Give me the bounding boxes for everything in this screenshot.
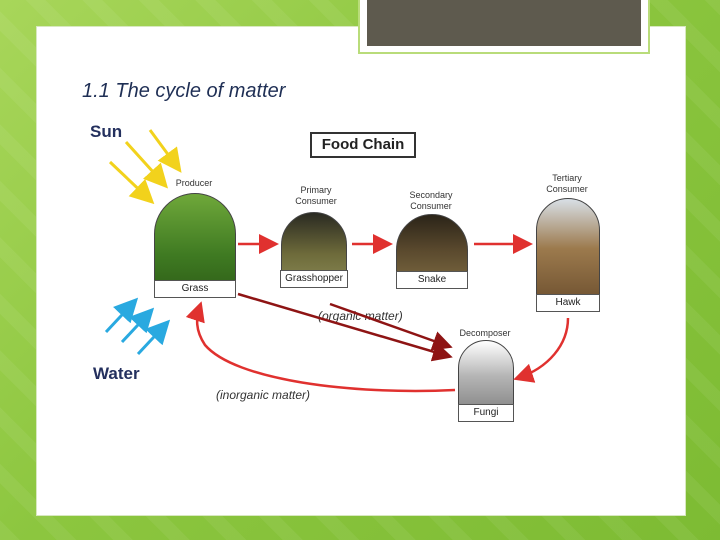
water-arrow-2 xyxy=(122,312,150,342)
water-arrows xyxy=(106,302,166,354)
food-chain-arrows xyxy=(197,244,568,391)
sun-ray-arrows xyxy=(110,130,178,200)
sun-ray-1 xyxy=(150,130,178,168)
water-arrow-3 xyxy=(138,324,166,354)
organic-matter-arrows xyxy=(238,294,448,356)
hawk-to-fungi-arrow xyxy=(518,318,568,378)
sun-ray-3 xyxy=(110,162,150,200)
sun-ray-2 xyxy=(126,142,164,184)
water-arrow-1 xyxy=(106,302,134,332)
organic-arrow-1 xyxy=(238,294,448,356)
